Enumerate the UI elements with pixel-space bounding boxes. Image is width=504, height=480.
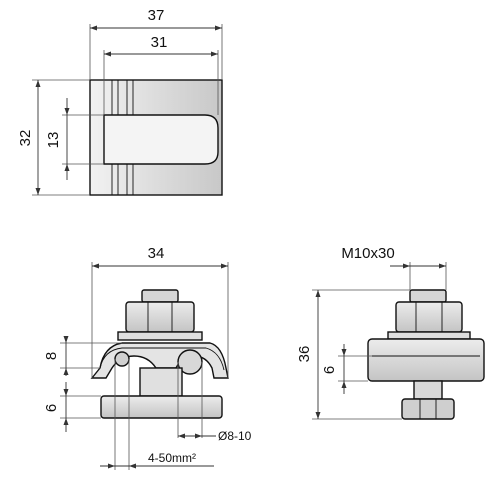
front-view-washer (117, 331, 203, 341)
front-view: 34 8 6 Ø8-10 4-50mm² (43, 245, 252, 470)
side-view-bolt-tip (409, 289, 447, 303)
top-view: 37 31 32 13 (17, 7, 223, 196)
side-view-shank (413, 380, 443, 400)
dim-front-conductor-diameter: Ø8-10 (218, 429, 252, 443)
dim-top-width-inner: 31 (151, 34, 168, 51)
dim-front-clamp-height: 8 (43, 352, 60, 360)
side-view-bolt-head (401, 398, 455, 420)
dim-front-base-height: 6 (43, 404, 60, 412)
front-view-base (100, 395, 223, 419)
dim-front-cross-section: 4-50mm² (148, 451, 196, 465)
front-view-conductor-small (114, 351, 130, 367)
dim-side-bolt: M10x30 (341, 245, 394, 262)
front-view-middle (139, 367, 183, 397)
side-view-nut (395, 301, 463, 333)
side-view-washer (387, 331, 471, 340)
top-view-slot (103, 114, 219, 165)
side-view-plate (367, 338, 485, 382)
front-view-nut (125, 301, 195, 333)
dim-side-plate-height: 6 (321, 366, 338, 374)
dim-front-width: 34 (148, 245, 165, 262)
side-view: M10x30 36 6 (296, 245, 485, 420)
dim-top-height-slot: 13 (45, 132, 62, 149)
dim-top-height-outer: 32 (17, 130, 34, 147)
dim-top-width-outer: 37 (148, 7, 165, 24)
dim-side-height: 36 (296, 346, 313, 363)
front-view-nut-top (141, 289, 179, 303)
